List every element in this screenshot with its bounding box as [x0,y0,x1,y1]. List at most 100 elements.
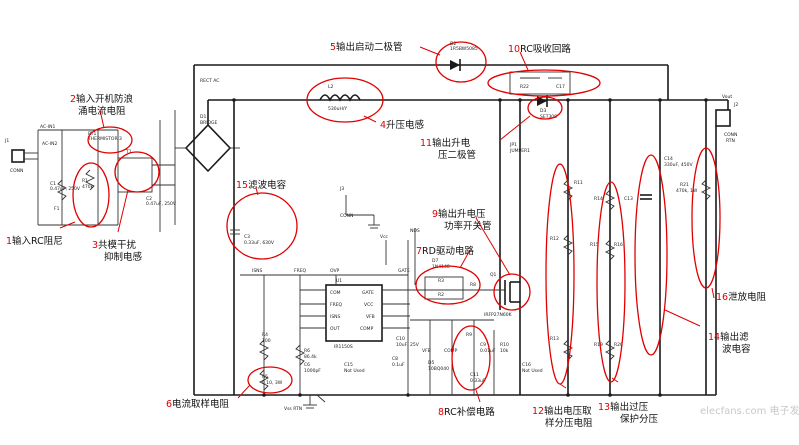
highlight-cm-choke [114,151,160,193]
label-d3: D3 [540,108,546,114]
highlight-boost-diode [527,96,563,120]
label-f1: F1 [54,206,60,212]
annotation-3-line2: 抑制电感 [104,251,143,263]
label-r2: R2 [438,292,444,298]
label-conn3: CONN [340,213,353,219]
label-conn2: CONN [724,132,737,138]
label-d3v: SET308 [540,114,557,120]
label-r3: R3 [438,278,444,284]
label-c17: C17 [556,84,565,90]
label-q1: Q1 [490,272,497,278]
annotations: 1输入RC阻尼 2输入开机防浪 涌电流电阻 3共模干扰 抑制电感 4升压电感 5… [6,41,767,429]
label-c3v: 0.33uF, 630V [244,240,275,246]
label-c9: C9 [480,342,486,348]
label-j3: J3 [339,186,344,192]
highlight-startup-diode [435,41,487,83]
label-thermistor: THERMISTOR 3 [87,136,122,142]
label-r15: R15 [590,242,599,248]
label-out: OUT [330,326,340,332]
wiring [11,59,731,409]
annotation-9-line2: 功率开关管 [444,220,492,232]
annotation-16: 16泄放电阻 [716,291,767,303]
annotation-3: 3共模干扰 [92,239,137,251]
annotation-7: 7RD驱动电路 [416,245,474,257]
label-c10: C10 [396,336,405,342]
highlight-gate-drive [415,265,481,305]
label-r8: R8 [470,282,476,288]
label-u1: U1 [336,278,342,284]
label-c9v: 0.01uF [480,348,496,354]
label-acin1: AC-IN1 [40,124,55,130]
label-r19: R19 [594,342,603,348]
label-chip: IR1150S [334,344,353,350]
label-r4v: 100 [262,338,271,344]
annotation-2-line2: 涌电流电阻 [78,105,126,117]
label-bridge: BRIDGE [200,120,217,126]
label-c2: C2 [146,196,152,202]
label-rt1: RT1 [88,131,97,137]
highlight-sense-resistor [247,366,293,394]
label-comp: COMP [360,326,374,332]
annotation-4: 4升压电感 [380,119,425,131]
leader-lines [59,46,715,403]
highlight-rc-comp [451,325,491,391]
label-nmos: NOS [410,228,420,234]
label-r1v: 470k [82,184,94,190]
label-c11: C11 [470,372,479,378]
label-vssrtn: Vss RTN [284,406,302,412]
label-rtn: RTN [726,138,735,144]
watermark: elecfans.com 电子发烧友 [700,404,799,417]
component-labels: J1 CONN AC-IN1 AC-IN2 RT1 THERMISTOR 3 C… [4,41,738,412]
label-d5v: 10BQ040 [428,366,449,372]
label-r11: R11 [574,180,583,186]
highlight-rc-snubber [487,69,601,97]
label-r10v: 10k [500,348,509,354]
label-c15: C15 [344,362,353,368]
highlight-inrush-resistor [87,126,133,154]
label-c15v: Not Used [344,368,365,374]
label-r21v: 470k, 1W [676,188,698,194]
highlight-rc-damper [72,162,110,228]
annotation-14-line2: 波电容 [722,343,751,355]
label-r12: R12 [550,236,559,242]
label-r5: R5 [262,374,268,380]
label-jumper: JUMPER1 [509,148,530,154]
label-c10v: 10uF, 25V [396,342,420,348]
label-j2: J2 [733,102,738,108]
annotation-8: 8RC补偿电路 [438,406,495,418]
annotation-2: 2输入开机防浪 [70,93,134,105]
label-c14v: 330uF, 450V [664,162,693,168]
label-j1: J1 [4,138,9,144]
label-c6v: 1000pF [304,368,321,374]
label-gate: GATE [398,268,410,274]
label-c16: C16 [522,362,531,368]
label-r13: R13 [550,336,559,342]
annotation-12-line2: 样分压电阻 [545,417,593,429]
label-l2v: 530uH/Y [328,106,347,112]
annotation-11-line2: 压二极管 [438,149,476,161]
label-r10: R10 [500,342,509,348]
label-r9: R9 [466,332,472,338]
label-d2v: 1R5BW5085 [450,46,478,52]
annotation-5: 5输出启动二极管 [330,41,403,53]
label-vout: Vout [722,94,732,100]
label-r22: R22 [520,84,529,90]
label-c14: C14 [664,156,673,162]
label-d5: D5 [428,360,434,366]
label-c1v: 0.47uF, 250V [50,186,81,192]
highlight-bleed-resistor [691,147,721,289]
label-vcc2: VCC [364,302,373,308]
label-vfb2: VFB [422,348,431,354]
label-gate2: GATE [362,290,374,296]
label-r4: R4 [262,332,268,338]
annotation-9: 9输出升电压 [432,208,486,220]
label-r6: R6 [304,348,310,354]
label-r21: R21 [680,182,689,188]
label-c8: C8 [392,356,398,362]
label-acin2: AC-IN2 [42,141,57,147]
annotation-1: 1输入RC阻尼 [6,235,63,247]
highlight-output-caps [634,154,668,356]
highlight-ovp-divider [596,181,626,383]
